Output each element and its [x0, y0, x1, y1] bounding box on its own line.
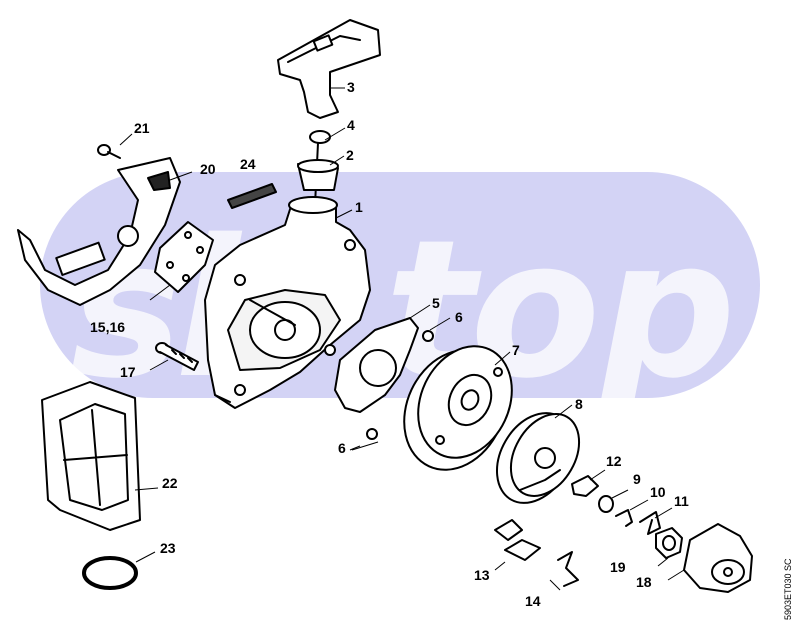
callout-9: 9 [633, 471, 641, 487]
callout-10: 10 [650, 484, 666, 500]
rope-rotor-part [403, 345, 513, 471]
callout-4: 4 [347, 117, 355, 133]
callout-6b: 6 [338, 440, 346, 456]
callout-11: 11 [674, 493, 689, 509]
svg-text:p: p [598, 199, 736, 420]
pawl-12-part [571, 475, 599, 497]
callout-13: 13 [474, 567, 490, 583]
starter-grip-part [277, 19, 381, 119]
o-ring-part [82, 556, 138, 590]
callout-3: 3 [347, 79, 355, 95]
wire-spring-14-part [557, 551, 579, 587]
nut-19-part [655, 527, 683, 559]
air-filter-part [41, 381, 141, 531]
callout-23: 23 [160, 540, 176, 556]
screw-6b-part [366, 428, 378, 440]
callout-19: 19 [610, 559, 626, 575]
callout-7: 7 [512, 342, 520, 358]
callout-12: 12 [606, 453, 622, 469]
leader-lines [119, 87, 685, 591]
screw-6a-part [422, 330, 434, 342]
callout-2: 2 [346, 147, 354, 163]
cup-18-part [683, 523, 753, 593]
callout-8: 8 [575, 396, 583, 412]
callout-5: 5 [432, 295, 440, 311]
pawls-13-part [494, 519, 541, 561]
clip-10-part [615, 509, 633, 527]
callout-18: 18 [636, 574, 652, 590]
fan-housing-part [204, 196, 371, 409]
callout-20: 20 [200, 161, 216, 177]
washer-plate-part [334, 317, 419, 413]
washer-9-part [598, 495, 614, 513]
callout-14: 14 [525, 593, 541, 609]
callout-15-16: 15,16 [90, 319, 126, 335]
callout-1: 1 [355, 199, 363, 215]
callout-24: 24 [240, 156, 256, 172]
callout-17: 17 [120, 364, 136, 380]
spring-11-part [639, 511, 661, 535]
callout-22: 22 [162, 475, 178, 491]
rope-guide-part [297, 159, 339, 191]
callout-6a: 6 [455, 309, 463, 325]
screw-21-part [97, 144, 121, 159]
cover-part [17, 157, 181, 306]
plate-part [154, 221, 214, 293]
spring-housing-part [496, 412, 581, 504]
bolt-part [155, 342, 199, 371]
callout-21: 21 [134, 120, 150, 136]
drawing-code: 5903ET030 SC [783, 558, 793, 620]
label-plate-part [227, 183, 277, 209]
